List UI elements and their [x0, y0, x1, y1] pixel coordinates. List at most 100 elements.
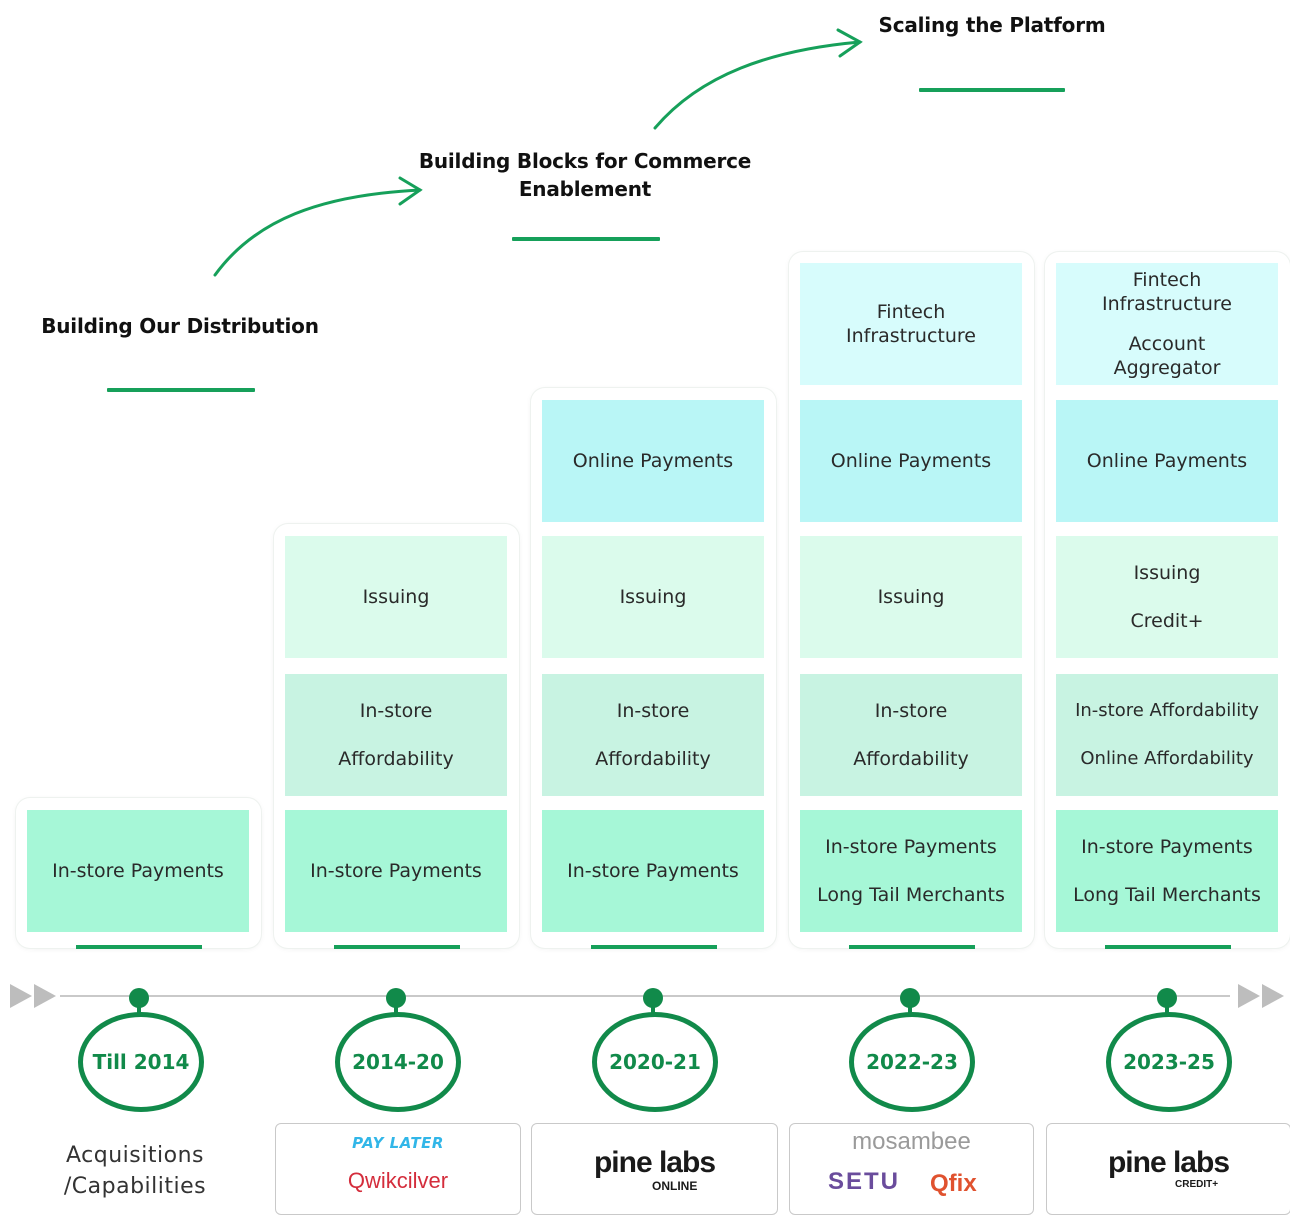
phase-title-building-blocks: Building Blocks for Commerce Enablement [405, 147, 765, 203]
timeline-end-arrow-icon [1238, 984, 1260, 1008]
column-underline [591, 945, 717, 949]
logo-box-2014-20: PAY LATER Qwikcilver [275, 1123, 521, 1215]
logo-box-2023-25: pine labs CREDIT+ [1046, 1123, 1290, 1215]
year-label-till-2014: Till 2014 [78, 1012, 204, 1112]
block-fintech-infrastructure-account-aggregator: Fintech Infrastructure Account Aggregato… [1056, 263, 1278, 385]
timeline-pin-icon [386, 988, 406, 1008]
block-label: Issuing [362, 586, 430, 608]
block-label: In-store Payments [825, 836, 997, 858]
block-in-store-payments: In-store Payments [285, 810, 507, 932]
phase-arrows [213, 28, 863, 277]
block-label: Online Payments [572, 450, 734, 472]
timeline-pin-icon [900, 988, 920, 1008]
year-text: 2020-21 [609, 1050, 701, 1074]
block-label: Fintech [1132, 269, 1202, 291]
block-label: Long Tail Merchants [817, 884, 1005, 906]
year-label-2014-20: 2014-20 [335, 1012, 461, 1112]
phase-arrow-2 [653, 40, 862, 130]
block-in-store-affordability: In-store Affordability [542, 674, 764, 796]
timeline-pin-stem [394, 1005, 398, 1017]
timeline-pin-stem [1165, 1005, 1169, 1017]
block-label: Long Tail Merchants [1073, 884, 1261, 906]
block-in-store-affordability: In-store Affordability [800, 674, 1022, 796]
acquisitions-label: Acquisitions /Capabilities [30, 1140, 240, 1202]
column-2023-25: Fintech Infrastructure Account Aggregato… [1045, 252, 1290, 949]
block-label: In-store [359, 700, 433, 722]
paylater-logo: PAY LATER [352, 1134, 444, 1152]
timeline-pin-icon [129, 988, 149, 1008]
timeline-pin-icon [1157, 988, 1177, 1008]
year-text: 2023-25 [1123, 1050, 1215, 1074]
block-issuing-credit: Issuing Credit+ [1056, 536, 1278, 658]
column-underline [849, 945, 975, 949]
column-2014-20: Issuing In-store Affordability In-store … [274, 524, 519, 949]
block-fintech-infrastructure: Fintech Infrastructure [800, 263, 1022, 385]
year-label-2023-25: 2023-25 [1106, 1012, 1232, 1112]
column-underline [1105, 945, 1231, 949]
block-online-payments: Online Payments [542, 400, 764, 522]
phase-arrow-1 [213, 188, 422, 277]
mosambee-logo: mosambee [852, 1128, 971, 1155]
block-label: In-store [874, 700, 948, 722]
phase-arrow-1-head [398, 176, 423, 206]
block-issuing: Issuing [542, 536, 764, 658]
column-2020-21: Online Payments Issuing In-store Afforda… [531, 388, 776, 949]
phase-title-distribution: Building Our Distribution [41, 314, 319, 338]
logo-box-2020-21: pine labs ONLINE [531, 1123, 778, 1215]
block-label: Infrastructure [1101, 293, 1232, 315]
block-issuing: Issuing [800, 536, 1022, 658]
pinelabs-online-logo: pine labs [593, 1146, 716, 1179]
block-label: Affordability [338, 748, 454, 770]
block-label: Issuing [877, 586, 945, 608]
block-label: In-store Payments [310, 860, 482, 882]
column-2022-23: Fintech Infrastructure Online Payments I… [789, 252, 1034, 949]
phase-underline-scaling [919, 88, 1065, 92]
block-label: Online Payments [830, 450, 992, 472]
block-in-store-payments: In-store Payments [542, 810, 764, 932]
block-label: In-store [616, 700, 690, 722]
timeline-pin-stem [651, 1005, 655, 1017]
qfix-logo: Qfix [930, 1170, 977, 1197]
timeline-start-arrow-icon [10, 984, 32, 1008]
phase-title-scaling: Scaling the Platform [878, 13, 1106, 37]
qwikcilver-logo: Qwikcilver [347, 1168, 449, 1193]
year-text: 2014-20 [352, 1050, 444, 1074]
block-issuing: Issuing [285, 536, 507, 658]
phase-underline-building-blocks [512, 237, 660, 241]
block-label: Online Affordability [1080, 748, 1254, 769]
block-online-payments: Online Payments [1056, 400, 1278, 522]
year-text: 2022-23 [866, 1050, 958, 1074]
phase-title-building-blocks-line2: Enablement [518, 177, 652, 201]
timeline-pin-icon [643, 988, 663, 1008]
column-underline [334, 945, 460, 949]
block-label: In-store Affordability [1075, 700, 1259, 721]
timeline-pin-stem [908, 1005, 912, 1017]
acquisitions-label-line1: Acquisitions [66, 1143, 204, 1168]
timeline-end-arrow-icon [1262, 984, 1284, 1008]
pinelabs-credit-logo: pine labs [1107, 1146, 1230, 1179]
column-underline [76, 945, 202, 949]
block-online-payments: Online Payments [800, 400, 1022, 522]
acquisitions-label-line2: /Capabilities [63, 1174, 207, 1199]
block-affordability: In-store Affordability Online Affordabil… [1056, 674, 1278, 796]
block-in-store-payments-long-tail: In-store Payments Long Tail Merchants [1056, 810, 1278, 932]
block-in-store-affordability: In-store Affordability [285, 674, 507, 796]
block-label: Issuing [619, 586, 687, 608]
pinelabs-online-sublabel: ONLINE [652, 1179, 698, 1193]
block-label: Account [1128, 333, 1206, 355]
block-label: In-store Payments [1081, 836, 1253, 858]
block-label: In-store Payments [52, 860, 224, 882]
block-label: Credit+ [1130, 610, 1204, 632]
phase-arrow-2-head [836, 28, 863, 58]
block-label: Affordability [853, 748, 969, 770]
timeline-pin-stem [137, 1005, 141, 1017]
pinelabs-credit-sublabel: CREDIT+ [1175, 1179, 1219, 1190]
logo-box-2022-23: mosambee SETU Qfix [789, 1123, 1034, 1215]
phase-underline-distribution [107, 388, 255, 392]
block-label: Fintech [876, 301, 946, 323]
column-till-2014: In-store Payments [16, 798, 261, 949]
block-label: Online Payments [1086, 450, 1248, 472]
year-text: Till 2014 [92, 1050, 190, 1074]
timeline-start-arrow-icon [34, 984, 56, 1008]
phase-title-building-blocks-line1: Building Blocks for Commerce [418, 149, 752, 173]
